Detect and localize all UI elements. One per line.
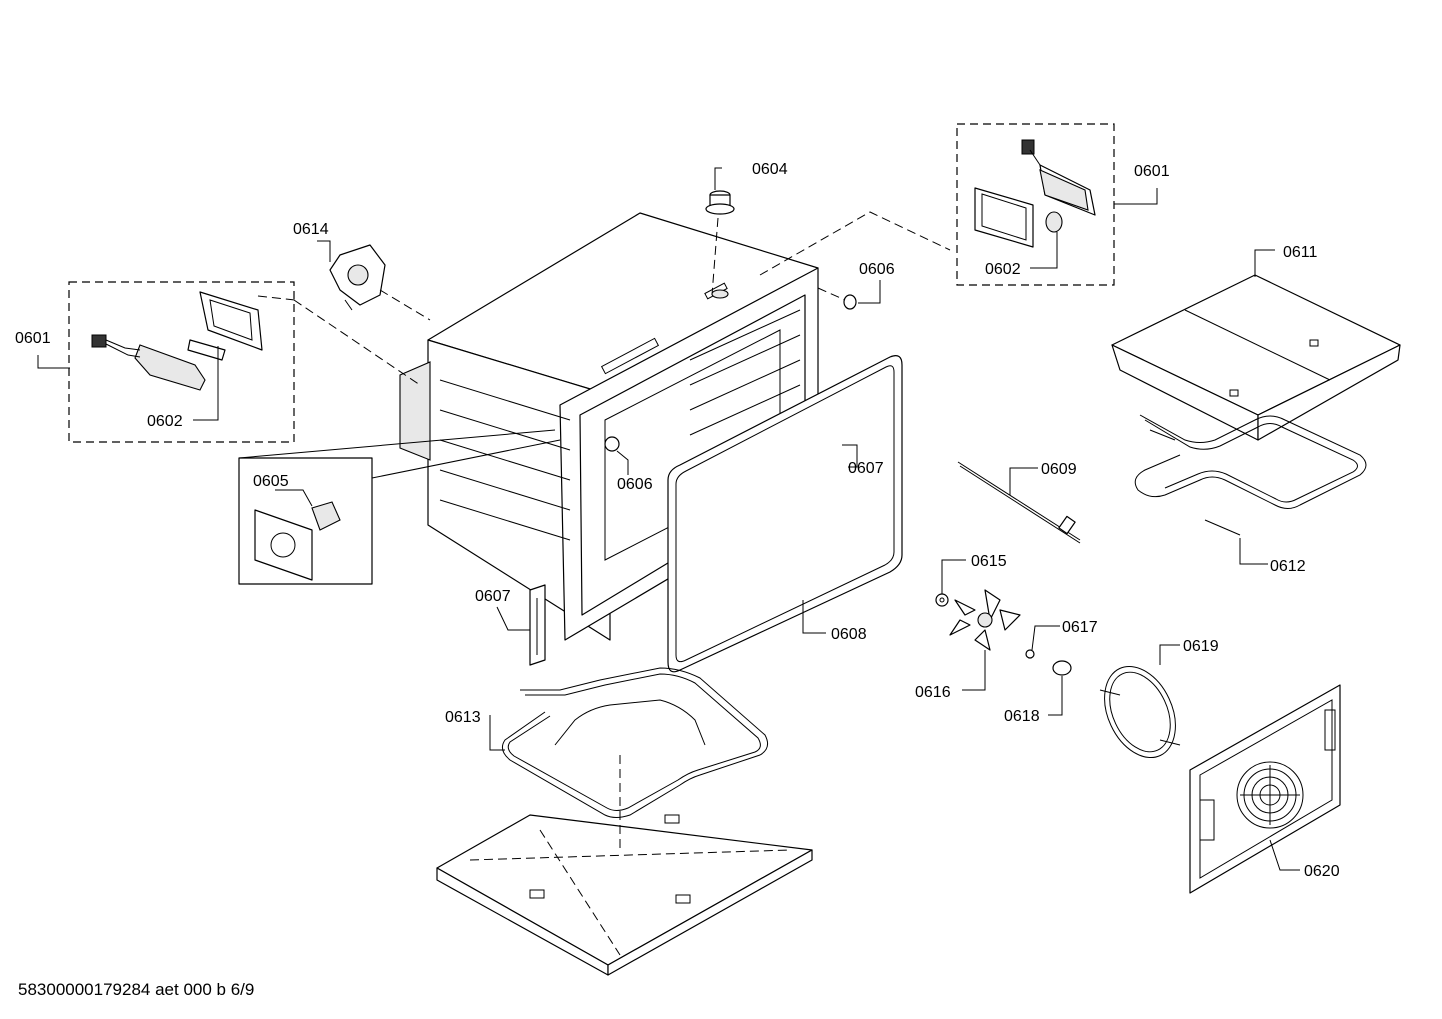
part-0613-bottom-element [501, 667, 769, 818]
part-0614-motor [329, 244, 431, 321]
part-0609-probe [957, 461, 1081, 544]
label-0617: 0617 [1062, 619, 1098, 636]
label-0605: 0605 [253, 473, 289, 490]
bottom-plate [436, 755, 813, 976]
part-0607-hinge-left [529, 584, 546, 666]
part-labels: 0601 0602 0601 0602 0604 0605 0606 0606 … [15, 161, 1340, 880]
label-0612: 0612 [1270, 558, 1306, 575]
part-0604-plug [705, 190, 735, 299]
label-0606-mid: 0606 [617, 476, 653, 493]
label-0608: 0608 [831, 626, 867, 643]
part-0608-gasket [667, 355, 903, 673]
part-0605-cover [254, 501, 341, 581]
label-0602-right: 0602 [985, 261, 1021, 278]
label-0619: 0619 [1183, 638, 1219, 655]
part-0606-cap-top [817, 287, 857, 310]
label-0614: 0614 [293, 221, 329, 238]
label-0615: 0615 [971, 553, 1007, 570]
part-0617-nut [1025, 649, 1035, 659]
label-0606-top: 0606 [859, 261, 895, 278]
part-0611-shield [1111, 274, 1401, 441]
part-0612-grill-element [1134, 414, 1367, 536]
label-0607-left: 0607 [475, 588, 511, 605]
label-0611: 0611 [1283, 244, 1318, 261]
part-0616-fan [949, 589, 1021, 651]
part-0618-bushing [1052, 660, 1072, 676]
left-assembly-box [68, 281, 295, 443]
part-0606-cap-mid [604, 436, 620, 452]
label-0613: 0613 [445, 709, 481, 726]
label-0601-right: 0601 [1134, 163, 1170, 180]
label-0607-right: 0607 [848, 460, 884, 477]
label-0616: 0616 [915, 684, 951, 701]
oven-cavity [399, 211, 951, 641]
part-0615-washer [935, 593, 949, 607]
label-0618: 0618 [1004, 708, 1040, 725]
document-code: 58300000179284 aet 000 b 6/9 [18, 980, 255, 999]
part-0620-rear-panel [1189, 684, 1341, 894]
label-0602-left: 0602 [147, 413, 183, 430]
label-0620: 0620 [1304, 863, 1340, 880]
label-0604: 0604 [752, 161, 788, 178]
right-lamp-assembly [974, 139, 1096, 248]
left-lamp-assembly [91, 291, 263, 391]
part-0619-ring-element [1099, 665, 1181, 759]
label-0601-left: 0601 [15, 330, 51, 347]
leader-lines [37, 167, 1300, 871]
label-0609: 0609 [1041, 461, 1077, 478]
